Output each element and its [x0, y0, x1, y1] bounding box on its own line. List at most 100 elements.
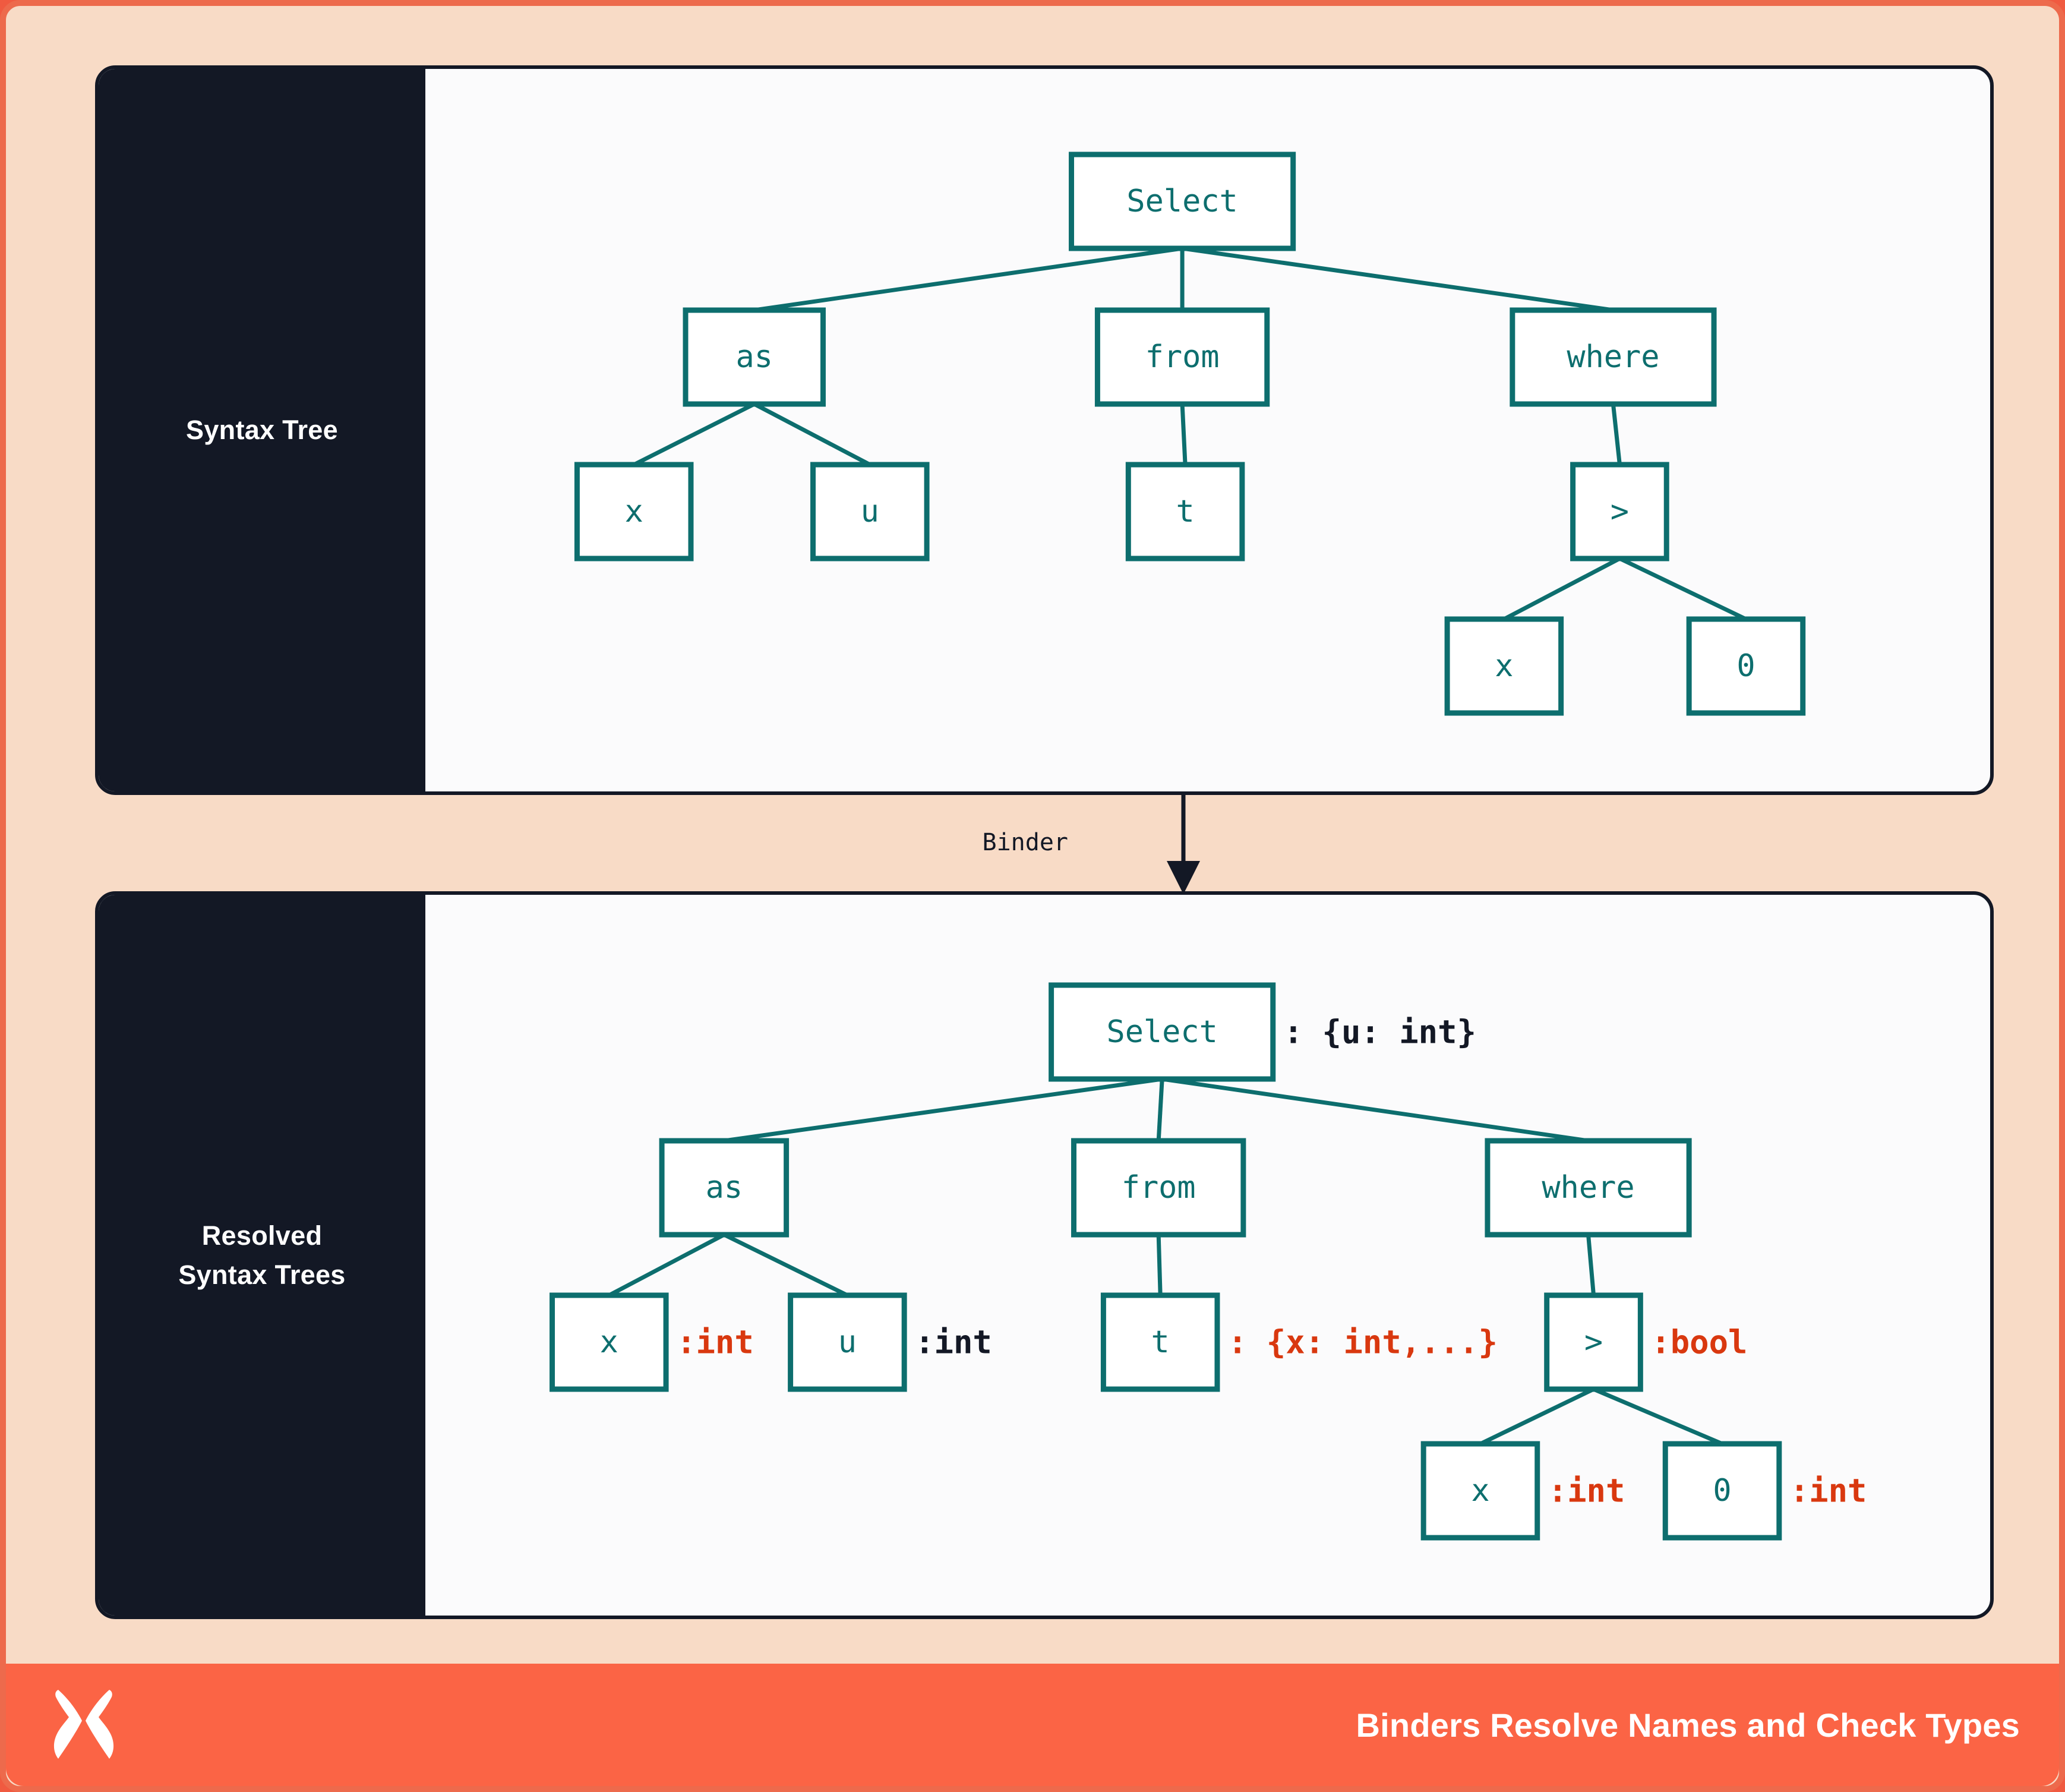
tree-node-label: as [736, 339, 773, 375]
tree-edge [753, 402, 871, 467]
tree-edge [754, 246, 1183, 313]
resolved-syntax-trees-panel: Resolved Syntax Trees Select : {u: int} as… [95, 891, 1994, 1619]
tree-node-label: Select [1106, 1014, 1217, 1050]
tree-node-label: 0 [1713, 1473, 1731, 1509]
syntax-tree-sidebar-label: Syntax Tree [186, 415, 338, 446]
tree-node: > [1570, 462, 1669, 561]
tree-node-box [1485, 1138, 1692, 1238]
tree-node-box [1686, 616, 1806, 716]
tree-node-box [1570, 462, 1669, 561]
tree-node: as [659, 1138, 790, 1238]
tree-node-label: where [1542, 1170, 1634, 1206]
tree-node-box [1544, 1292, 1643, 1392]
tree-node-label: Select [1126, 184, 1237, 219]
tree-node: x [1444, 616, 1564, 716]
tree-edge [724, 1077, 1163, 1143]
tree-node-label: where [1567, 339, 1659, 375]
tree-node-box [1662, 1441, 1782, 1541]
tree-edge [1180, 403, 1188, 465]
tree-edge [1611, 403, 1622, 465]
tree-node: x [574, 462, 694, 561]
tree-node-box [1420, 1441, 1540, 1541]
tree-node-box [788, 1292, 907, 1392]
footer-bar: Binders Resolve Names and Check Types [6, 1664, 2059, 1786]
tree-node: x :int [550, 1292, 754, 1392]
resolved-syntax-trees-sidebar-label: Resolved Syntax Trees [178, 1220, 346, 1290]
tree-node: x :int [1420, 1441, 1625, 1541]
tree-node-type-annotation: : {x: int,...} [1228, 1323, 1498, 1361]
tree-edge [1586, 1234, 1596, 1296]
tree-edge [1182, 246, 1614, 313]
tree-node-type-annotation: :bool [1651, 1323, 1747, 1361]
tree-node: as [683, 307, 826, 407]
syntax-tree-sidebar: Syntax Tree [99, 69, 425, 791]
tree-node: where [1510, 307, 1717, 407]
tree-node-label: u [838, 1324, 857, 1360]
tree-node-box [1444, 616, 1564, 716]
tree-node-box [810, 462, 930, 561]
tree-node: 0 [1686, 616, 1806, 716]
tree-node: u :int [788, 1292, 992, 1392]
tree-node: Select : {u: int} [1049, 982, 1476, 1082]
tree-node: t : {x: int,...} [1100, 1292, 1498, 1392]
tree-node-box [659, 1138, 790, 1238]
tree-node: 0 :int [1662, 1441, 1867, 1541]
tree-node-box [1510, 307, 1717, 407]
tree-node-type-annotation: :int [1548, 1472, 1625, 1509]
tree-node-box [550, 1292, 669, 1392]
tree-node-box [1049, 982, 1276, 1082]
resolved-syntax-trees-svg: Select : {u: int} as from where x :int u :int t : … [550, 982, 1867, 1541]
tree-node-type-annotation: : {u: int} [1284, 1013, 1476, 1050]
tree-node-box [1069, 152, 1296, 251]
butterfly-x-logo-icon [53, 1690, 114, 1759]
syntax-tree-svg: Select as from where x u t > x 0 [574, 152, 1806, 716]
tree-edge [1618, 556, 1747, 621]
tree-node-box [574, 462, 694, 561]
tree-node-label: > [1584, 1324, 1603, 1360]
tree-node-label: as [706, 1170, 743, 1206]
tree-node-label: x [1471, 1473, 1489, 1509]
tree-node-label: t [1176, 494, 1194, 529]
binder-transition: Binder [6, 794, 2065, 891]
tree-node-box [683, 307, 826, 407]
tree-node: > :bool [1544, 1292, 1747, 1392]
tree-edge [633, 402, 756, 467]
tree-node-type-annotation: :int [677, 1323, 754, 1361]
tree-edge [608, 1232, 725, 1298]
tree-node-type-annotation: :int [1790, 1472, 1867, 1509]
tree-edge [1156, 1078, 1164, 1141]
tree-node-box [1071, 1138, 1246, 1238]
tree-edge [723, 1232, 848, 1298]
syntax-tree-canvas: Select as from where x u t > x 0 [425, 69, 1990, 791]
binder-arrow-icon [1167, 794, 1200, 891]
tree-node: from [1071, 1138, 1246, 1238]
tree-node-box [1125, 462, 1245, 561]
syntax-tree-panel: Syntax Tree Select as from where x u t > x 0 [95, 65, 1994, 795]
footer-title: Binders Resolve Names and Check Types [1356, 1706, 2020, 1744]
tree-node-label: t [1151, 1324, 1170, 1360]
tree-edge [1156, 1234, 1163, 1296]
tree-node: u [810, 462, 930, 561]
tree-node: t [1125, 462, 1245, 561]
resolved-syntax-trees-canvas: Select : {u: int} as from where x :int u :int t : … [425, 895, 1990, 1616]
binder-label: Binder [982, 829, 1069, 856]
tree-edge [1161, 1077, 1589, 1143]
tree-node-label: from [1145, 339, 1220, 375]
tree-node: Select [1069, 152, 1296, 251]
tree-node-label: x [1495, 648, 1513, 684]
tree-edge [1503, 556, 1621, 621]
tree-node-label: x [600, 1324, 618, 1360]
tree-node-type-annotation: :int [915, 1323, 992, 1361]
tree-node-label: > [1611, 494, 1629, 529]
tree-node-label: from [1122, 1170, 1196, 1206]
tree-node-label: x [625, 494, 643, 529]
tree-edge [1593, 1387, 1723, 1446]
tree-node-label: u [861, 494, 879, 529]
tree-node-label: 0 [1736, 648, 1755, 684]
tree-node: where [1485, 1138, 1692, 1238]
tree-node-box [1094, 307, 1270, 407]
tree-node: from [1094, 307, 1270, 407]
tree-edge [1479, 1387, 1595, 1446]
tree-node-box [1100, 1292, 1220, 1392]
